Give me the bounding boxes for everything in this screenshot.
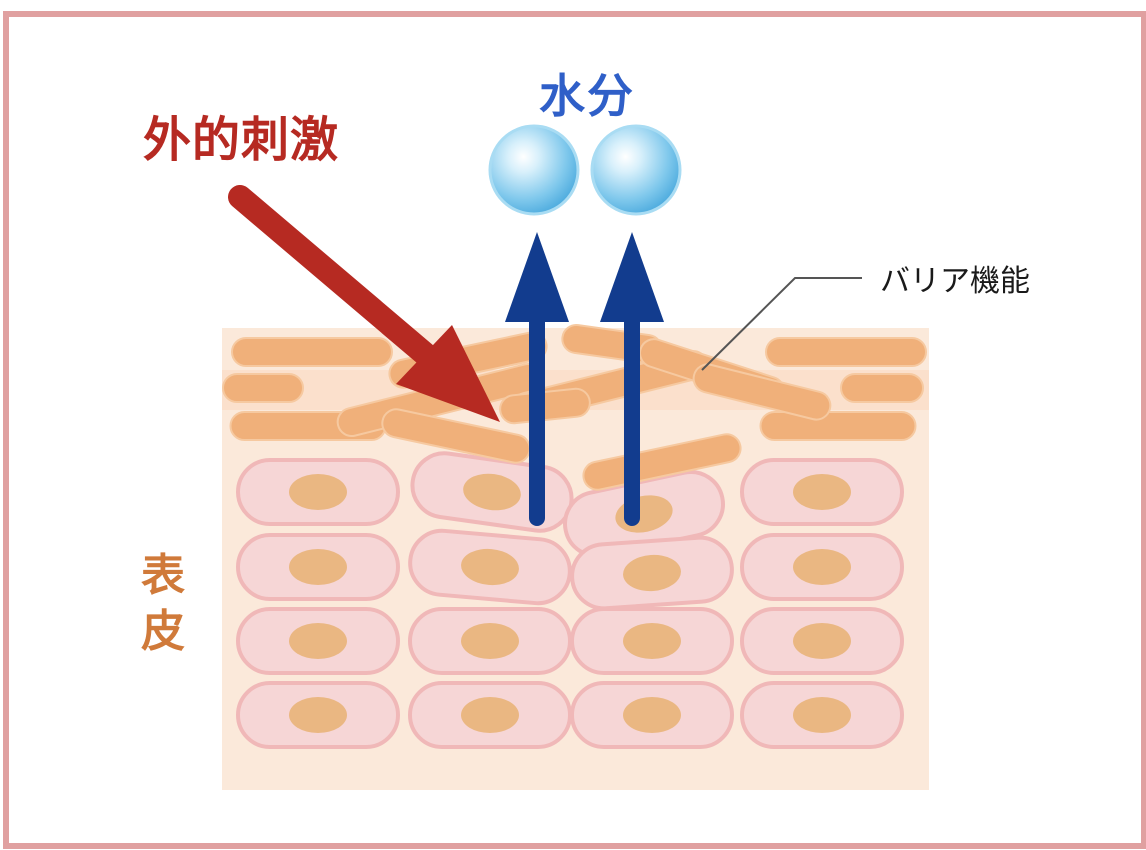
cell-nucleus [461,548,519,586]
water-label: 水分 [539,69,635,123]
cell-nucleus [793,623,851,659]
cell-nucleus [463,473,521,511]
cell-nucleus [793,549,851,585]
epidermal-cell [408,528,572,606]
cell-nucleus [289,697,347,733]
corneocyte [765,337,927,367]
water-arrow-left [505,232,569,526]
cell-nucleus [793,697,851,733]
epidermal-cell [740,533,904,601]
external-stimulus-label: 外的刺激 [143,112,340,168]
cell-nucleus [623,554,681,592]
cell-nucleus [289,623,347,659]
barrier-function-label: バリア機能 [880,264,1030,299]
epidermal-cell [408,607,572,675]
cell-nucleus [623,623,681,659]
epidermal-cell [740,681,904,749]
epidermal-cell [570,535,734,611]
corneocyte [840,373,924,403]
cell-nucleus [793,474,851,510]
corneocyte [231,337,393,367]
epidermal-cell [236,458,400,526]
cell-nucleus [623,697,681,733]
corneocyte [222,373,304,403]
epidermal-cell [236,533,400,601]
barrier-pointer-line [701,277,862,371]
epidermal-cell [570,607,734,675]
epidermal-cell [236,681,400,749]
water-droplet-right [590,124,682,216]
epidermal-cell [236,607,400,675]
cell-nucleus [289,474,347,510]
epidermal-cell [740,458,904,526]
epidermal-cell [570,681,734,749]
corneocyte [582,433,742,491]
water-arrow-right [600,232,664,526]
corneocyte [759,411,917,441]
cell-nucleus [461,623,519,659]
cell-nucleus [461,697,519,733]
stimulus-arrow [228,185,500,422]
epidermal-cells [236,451,904,749]
water-droplet-left [488,124,580,216]
epidermal-cell [408,681,572,749]
cell-nucleus [289,549,347,585]
corneocyte [692,363,832,421]
epidermis-label: 表皮 [141,550,185,657]
epidermal-cell [740,607,904,675]
